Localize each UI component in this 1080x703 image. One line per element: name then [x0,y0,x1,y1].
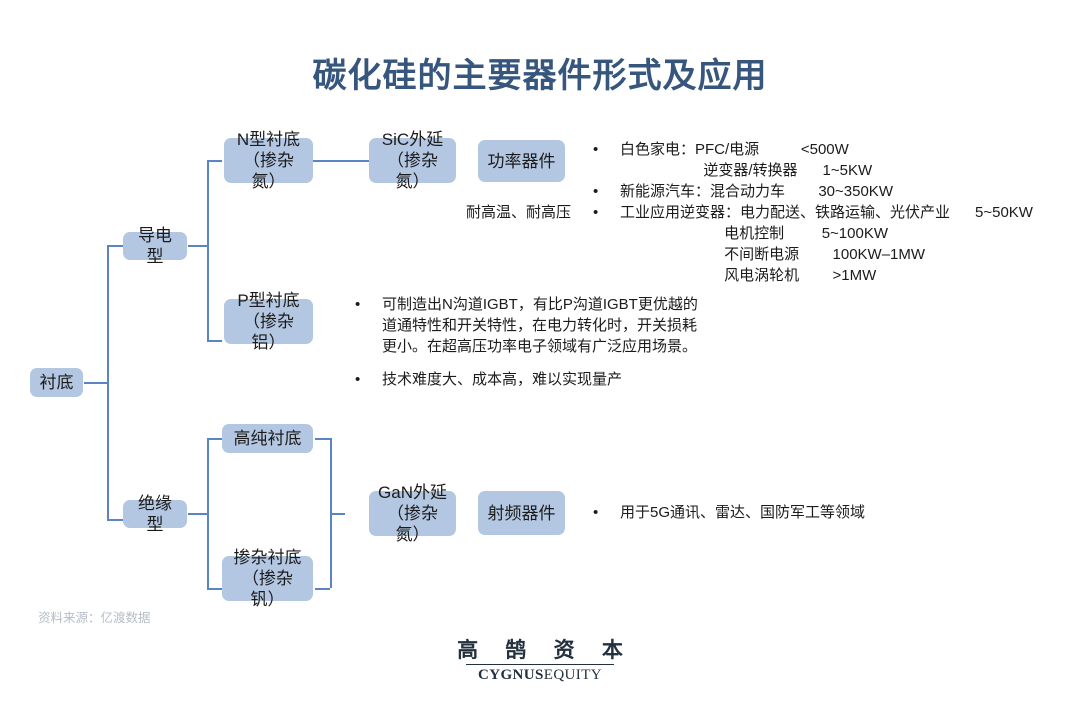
connector-bracket-to-n-substrate [207,160,222,162]
connector-trunk-to-conductive [107,245,123,247]
bullet-text: 可制造出N沟道IGBT，有比P沟道IGBT更优越的 [382,296,698,313]
bullet-text: 白色家电：PFC/电源 <500W [620,141,849,158]
node-rf-device[interactable]: 射频器件 [478,491,565,535]
bullet-text: 新能源汽车：混合动力车 30~350KW [620,183,893,200]
bullet-text: 逆变器/转换器 1~5KW [620,162,873,179]
logo-english-name: CYGNUSEQUITY [0,667,1080,684]
connector-main-trunk [107,245,109,520]
bullet-marker: • [593,204,599,221]
connector-doped-to-merge [315,588,330,590]
bullet-text: 不间断电源 100KW–1MW [620,246,926,263]
bullet-text: 更小。在超高压功率电子领域有广泛应用场景。 [382,338,698,355]
node-gan-epitaxy[interactable]: GaN外延 （掺杂氮） [369,483,456,544]
bullet-text: 用于5G通讯、雷达、国防军工等领域 [620,504,866,521]
logo-english-bold: CYGNUS [478,667,544,684]
node-p-type-substrate[interactable]: P型衬底 （掺杂铝） [224,291,313,352]
page-title: 碳化硅的主要器件形式及应用 [312,57,768,95]
connector-trunk-to-insulating [107,519,123,521]
connector-insulating-stub [188,513,208,515]
logo-divider [466,664,614,666]
bullet-text: 工业应用逆变器：电力配送、铁路运输、光伏产业 5~50KW [620,204,1033,221]
logo-chinese-name: 高 鹄 资 本 [457,638,634,662]
bullet-marker: • [593,504,599,521]
logo-english-light: EQUITY [543,667,602,684]
connector-merge-to-gan-epi [330,513,345,515]
bullet-marker: • [593,183,599,200]
bullet-marker: • [355,296,361,313]
connector-bracket-to-doped [207,588,222,590]
bullet-text: 技术难度大、成本高，难以实现量产 [382,371,623,388]
node-insulating-type[interactable]: 绝缘型 [123,494,187,534]
node-power-device[interactable]: 功率器件 [478,140,565,182]
connector-insulating-bracket [207,438,209,588]
connector-high-purity-to-merge [315,438,330,440]
connector-conductive-bracket [207,160,209,341]
node-root-substrate[interactable]: 衬底 [30,368,83,397]
node-n-type-substrate[interactable]: N型衬底 （掺杂氮） [224,130,313,191]
bullet-marker: • [355,371,361,388]
source-note: 资料来源：亿渡数据 [38,611,151,625]
node-conductive-type[interactable]: 导电型 [123,226,187,266]
bullet-marker: • [593,141,599,158]
connector-n-substrate-to-sic-epi [313,160,369,162]
node-high-purity-substrate[interactable]: 高纯衬底 [222,424,313,453]
power-device-note: 耐高温、耐高压 [466,204,572,221]
connector-conductive-stub [188,245,208,247]
connector-root-stub [84,382,108,384]
company-logo: 高 鹄 资 本 CYGNUSEQUITY [0,638,1080,684]
connector-bracket-to-p-substrate [207,340,222,342]
bullet-text: 道通特性和开关特性，在电力转化时，开关损耗 [382,317,698,334]
connector-bracket-to-high-purity [207,438,222,440]
node-sic-epitaxy[interactable]: SiC外延 （掺杂氮） [369,130,456,191]
node-doped-substrate[interactable]: 掺杂衬底 （掺杂钒） [222,548,313,609]
bullet-text: 风电涡轮机 >1MW [620,267,877,284]
bullet-text: 电机控制 5~100KW [620,225,888,242]
